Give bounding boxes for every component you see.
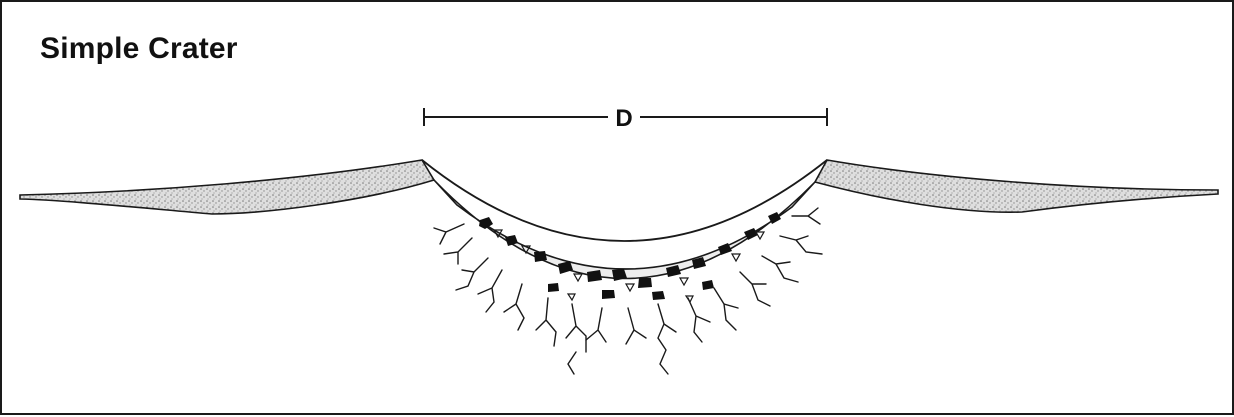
ejecta-blanket-left — [20, 160, 434, 214]
ejecta-blanket-right — [815, 160, 1218, 212]
crater-bowl-surface — [422, 160, 827, 241]
diameter-label: D — [615, 105, 632, 132]
breccia-fragments — [479, 212, 781, 300]
breccia-lens — [434, 180, 815, 279]
